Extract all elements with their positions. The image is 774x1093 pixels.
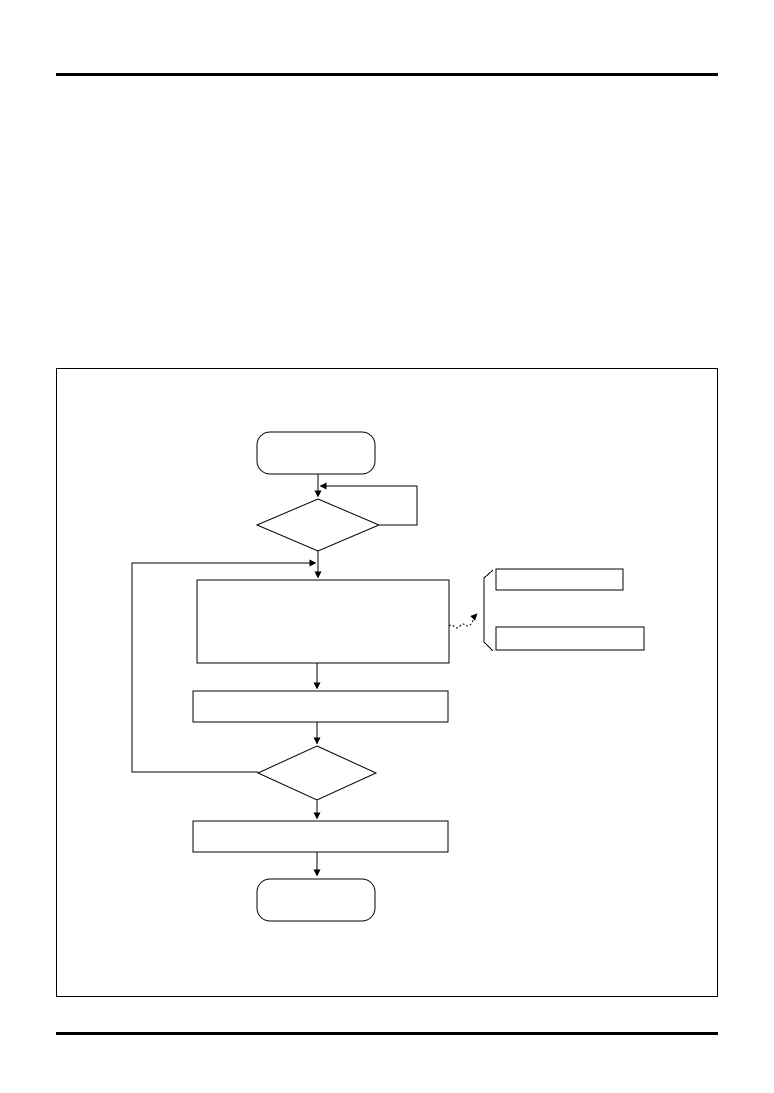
- loop-decision: [256, 745, 378, 801]
- final-step-box: [192, 820, 449, 853]
- main-process-box: [196, 579, 450, 664]
- end-terminal: [256, 878, 376, 922]
- loop-back-connector: [131, 559, 317, 773]
- step-two-box: [192, 690, 449, 723]
- figure-frame: [56, 368, 718, 997]
- callout-bracket: [483, 569, 494, 652]
- callout-link-squiggle: [448, 613, 478, 629]
- callout-lower-box: [495, 626, 645, 651]
- wait-loop-connector: [319, 482, 418, 526]
- callout-upper-box: [495, 568, 624, 591]
- footer-rule: [56, 1032, 718, 1035]
- start-terminal: [256, 431, 376, 475]
- header-rule: [56, 73, 718, 76]
- wait-decision: [255, 498, 381, 552]
